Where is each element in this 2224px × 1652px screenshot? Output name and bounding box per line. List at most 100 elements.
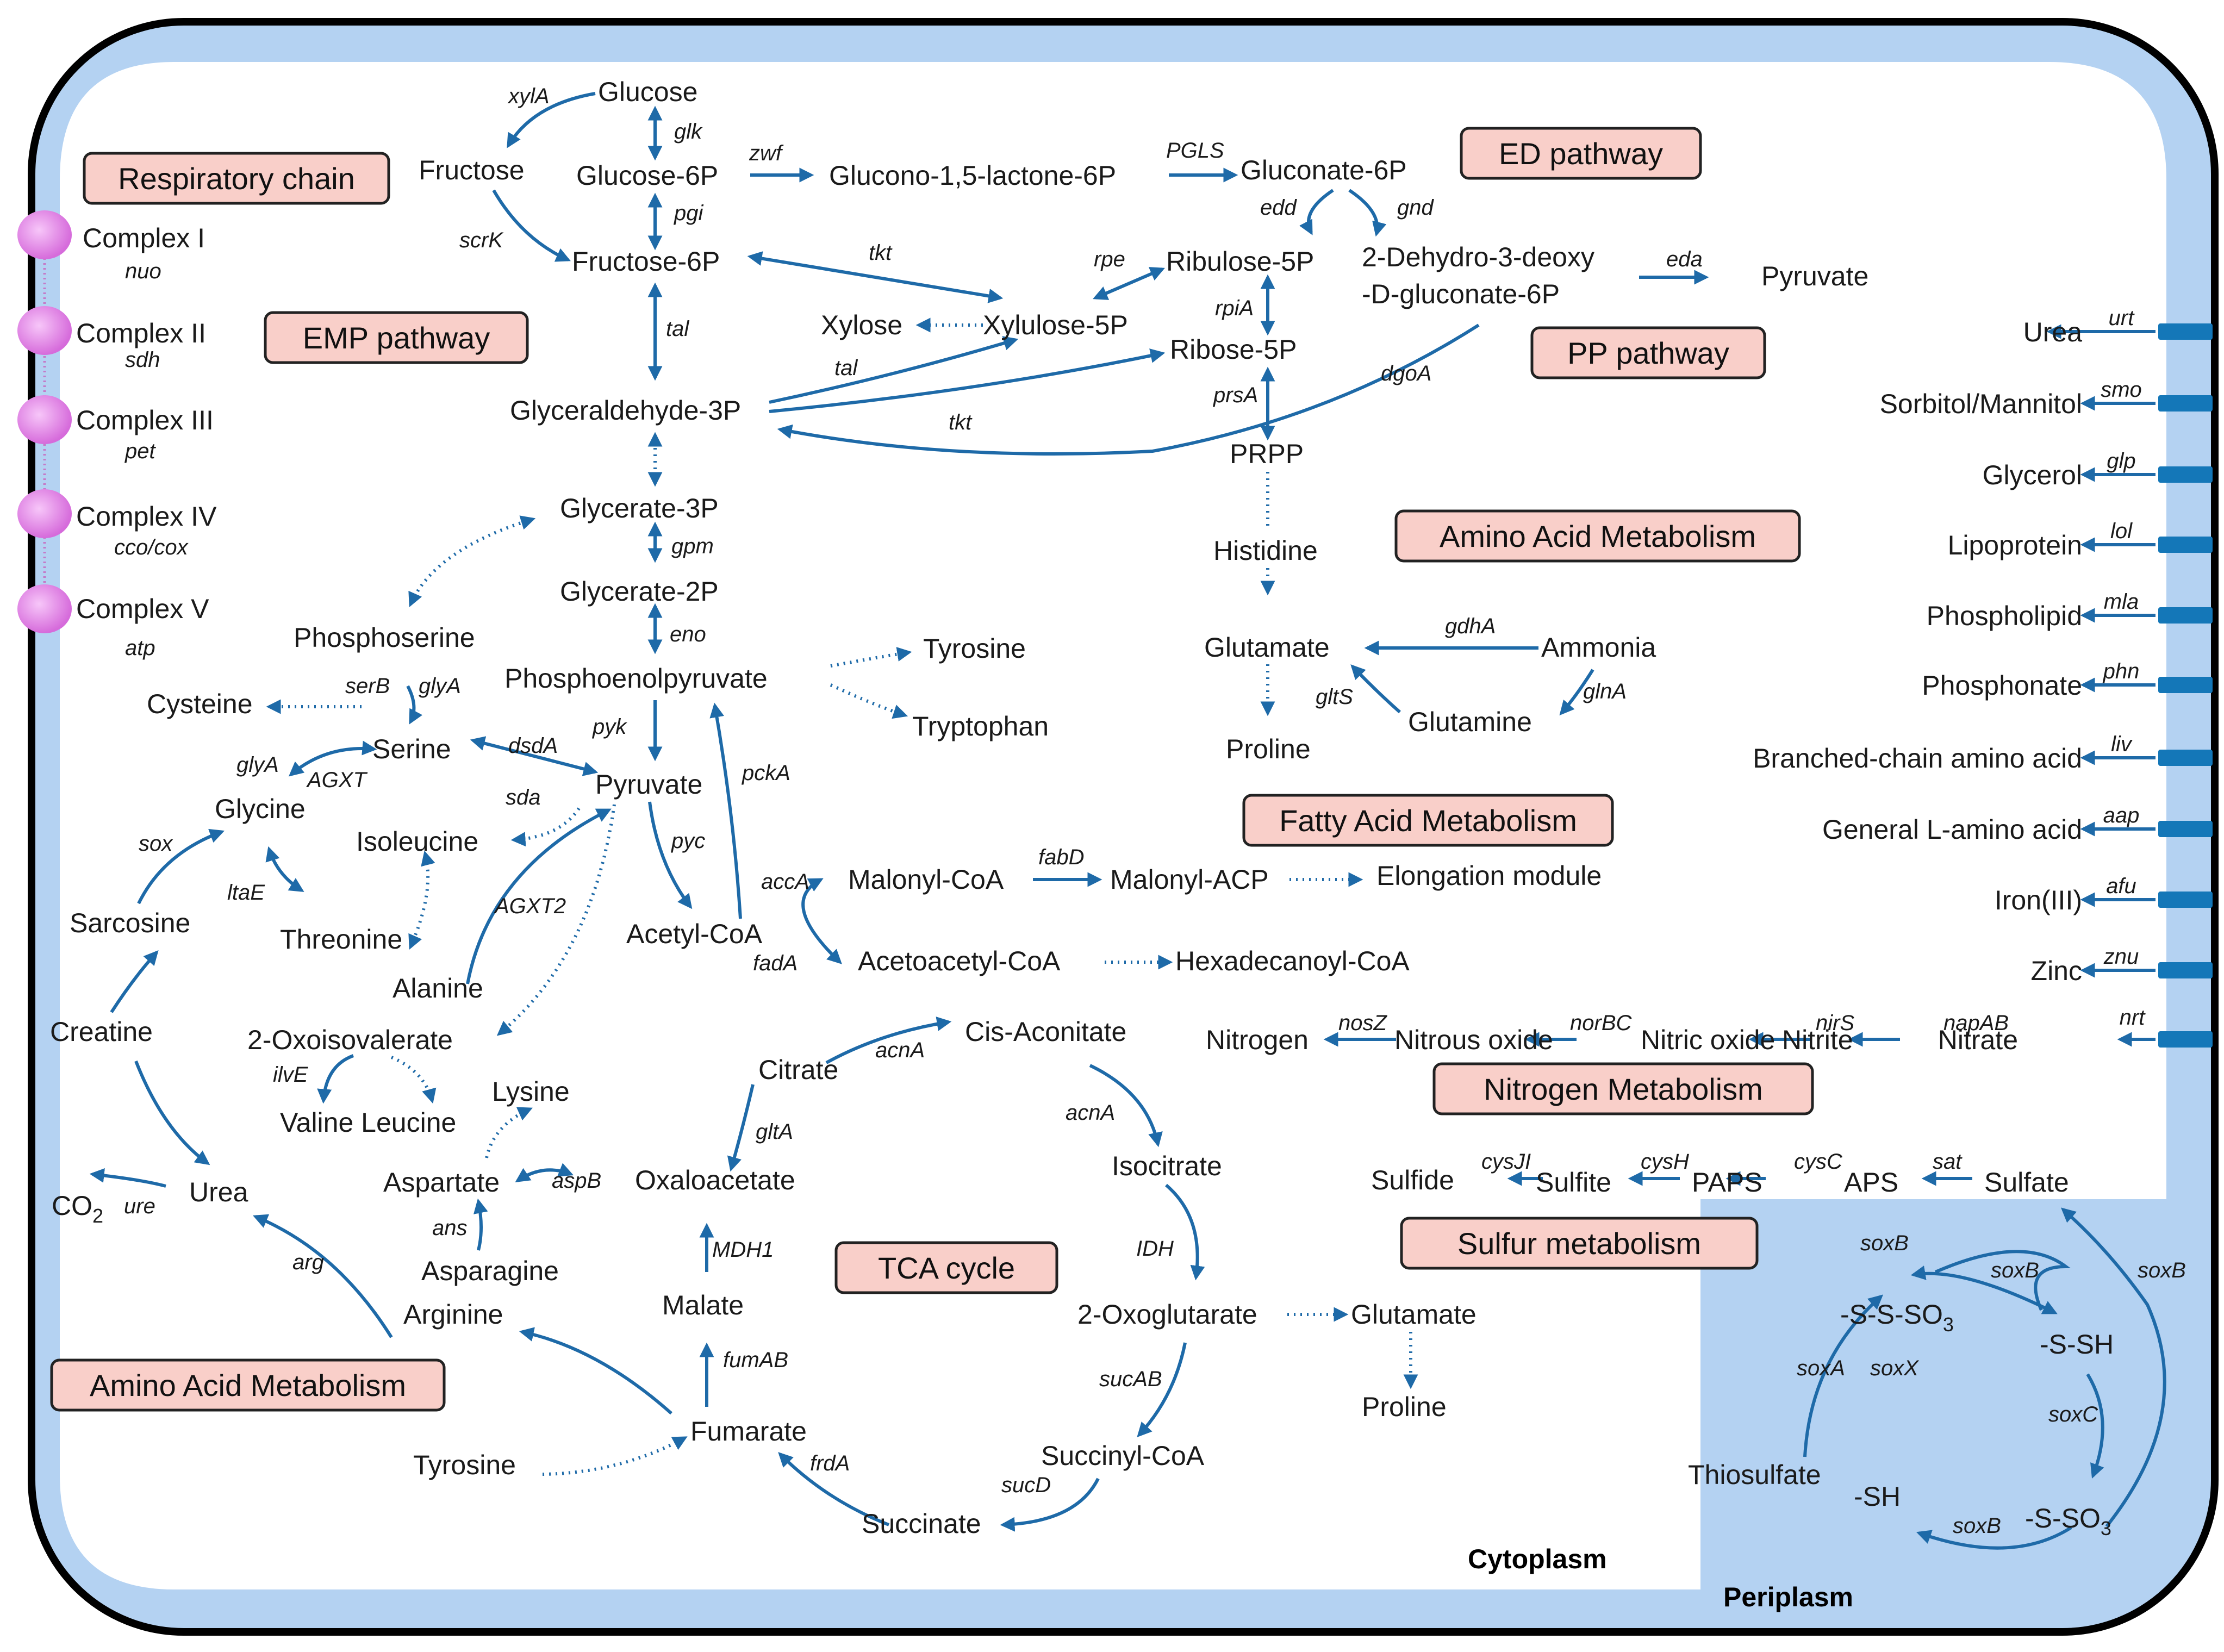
citrate: Citrate xyxy=(758,1055,838,1085)
glycerate-2p: Glycerate-2P xyxy=(560,576,719,607)
amino-acid-metabolism-label-right: Amino Acid Metabolism xyxy=(1440,519,1756,553)
transporter-phospholipid-substrate: Phospholipid xyxy=(1927,601,2082,631)
complex-i-node xyxy=(17,210,72,259)
enzyme-frdA: frdA xyxy=(810,1451,850,1475)
enzyme-soxA: soxA xyxy=(1797,1356,1845,1380)
enzyme-dsdA: dsdA xyxy=(508,734,558,758)
sh: -SH xyxy=(1854,1481,1901,1512)
lysine: Lysine xyxy=(492,1076,570,1107)
reaction-arrows xyxy=(89,92,2166,1550)
nitric-oxide: Nitric oxide xyxy=(1641,1025,1775,1055)
complex-i-label: Complex I xyxy=(83,223,205,253)
emp-pathway-label: EMP pathway xyxy=(303,321,490,355)
complex-iv-node xyxy=(17,489,72,538)
co2: CO2 xyxy=(52,1190,103,1227)
transporter-iron: Iron(III) afu xyxy=(1995,874,2213,915)
glutamate-tca: Glutamate xyxy=(1351,1299,1477,1330)
thiosulfate: Thiosulfate xyxy=(1688,1460,1821,1490)
proline-tca: Proline xyxy=(1362,1392,1447,1422)
metabolites: Glucose Fructose Glucose-6P Glucono-1,5-… xyxy=(50,77,2114,1539)
complex-ii-label: Complex II xyxy=(76,318,206,348)
enzyme-prsA: prsA xyxy=(1213,383,1258,407)
enzyme-soxC: soxC xyxy=(2048,1402,2098,1426)
enzyme-xylA: xylA xyxy=(507,84,550,108)
enzyme-labels: xylA glk zwf PGLS pgi scrK edd gnd tkt r… xyxy=(124,84,2186,1538)
fructose-6p: Fructose-6P xyxy=(572,246,720,277)
transporter-glycerol-gene: glp xyxy=(2107,449,2135,473)
alanine: Alanine xyxy=(393,973,483,1003)
tyrosine-bottom: Tyrosine xyxy=(413,1450,516,1480)
enzyme-zwf: zwf xyxy=(749,141,784,165)
transporter-glycerol-substrate: Glycerol xyxy=(1983,460,2082,490)
transporter-zinc-gene: znu xyxy=(2103,945,2139,969)
transporter-phospholipid: Phospholipid mla xyxy=(1927,590,2213,631)
enzyme-scrK: scrK xyxy=(459,228,504,252)
transporter-phospholipid-gene: mla xyxy=(2104,590,2139,614)
transporter-lipoprotein-substrate: Lipoprotein xyxy=(1948,530,2082,560)
enzyme-pyc: pyc xyxy=(671,829,705,853)
enzyme-edd: edd xyxy=(1260,196,1297,220)
nitrite: Nitrite xyxy=(1782,1025,1853,1055)
complex-ii-gene: sdh xyxy=(125,348,160,372)
enzyme-cysH: cysH xyxy=(1641,1150,1689,1174)
enzyme-soxX: soxX xyxy=(1870,1356,1919,1380)
enzyme-norBC: norBC xyxy=(1570,1011,1632,1035)
transporters: Urea urt Sorbitol/Mannitol smo Glycerol … xyxy=(1753,306,2213,1048)
enzyme-ure: ure xyxy=(124,1194,155,1218)
tryptophan: Tryptophan xyxy=(912,711,1049,741)
transporter-nitrate-gene: nrt xyxy=(2120,1006,2146,1030)
enzyme-gdhA: gdhA xyxy=(1445,614,1496,638)
enzyme-soxB-3: soxB xyxy=(2138,1258,2186,1282)
enzyme-ltaE: ltaE xyxy=(227,881,265,905)
enzyme-tkt-1: tkt xyxy=(869,241,893,265)
cysteine: Cysteine xyxy=(147,689,253,719)
enzyme-eno: eno xyxy=(670,622,706,646)
serine: Serine xyxy=(372,734,451,764)
nitrogen-metabolism-label: Nitrogen Metabolism xyxy=(1484,1072,1763,1106)
glutamine: Glutamine xyxy=(1408,707,1532,737)
enzyme-serB: serB xyxy=(345,674,390,698)
ammonia: Ammonia xyxy=(1541,632,1656,663)
enzyme-acnA-2: acnA xyxy=(1066,1101,1115,1125)
ribose-5p: Ribose-5P xyxy=(1170,334,1297,365)
transporter-phosphonate-substrate: Phosphonate xyxy=(1922,670,2082,701)
respiratory-complexes: Complex I nuo Complex II sdh Complex III… xyxy=(17,210,217,660)
enzyme-gnd: gnd xyxy=(1397,196,1434,220)
creatine: Creatine xyxy=(50,1017,153,1047)
valine-leucine: Valine Leucine xyxy=(280,1107,456,1138)
threonine: Threonine xyxy=(280,924,402,955)
phosphoserine: Phosphoserine xyxy=(294,622,475,653)
enzyme-eda: eda xyxy=(1666,247,1703,271)
acetyl-coa: Acetyl-CoA xyxy=(626,919,763,949)
enzyme-tal-1: tal xyxy=(666,317,689,341)
enzyme-MDH1: MDH1 xyxy=(712,1238,774,1262)
transporter-iron-gene: afu xyxy=(2106,874,2136,898)
enzyme-ans: ans xyxy=(432,1216,468,1240)
transporter-lipoprotein: Lipoprotein lol xyxy=(1948,519,2213,560)
cytoplasm xyxy=(60,62,2166,1589)
gluconate-6p: Gluconate-6P xyxy=(1241,155,1407,185)
enzyme-sucD: sucD xyxy=(1001,1473,1051,1497)
enzyme-AGXT2: AGXT2 xyxy=(494,894,566,918)
prpp: PRPP xyxy=(1230,439,1304,469)
fructose: Fructose xyxy=(419,155,525,185)
glycerate-3p: Glycerate-3P xyxy=(560,493,719,523)
asparagine: Asparagine xyxy=(421,1256,559,1286)
complex-i-gene: nuo xyxy=(125,259,161,283)
isoleucine: Isoleucine xyxy=(356,826,478,857)
glutamate-aa: Glutamate xyxy=(1204,632,1330,663)
enzyme-sat: sat xyxy=(1933,1150,1963,1174)
enzyme-pyk: pyk xyxy=(592,715,627,739)
complex-v-label: Complex V xyxy=(76,594,209,624)
enzyme-sox: sox xyxy=(139,832,173,856)
nitrogen: Nitrogen xyxy=(1206,1025,1309,1055)
histidine: Histidine xyxy=(1213,535,1318,566)
transporter-branched-chain-gene: liv xyxy=(2111,732,2133,756)
fumarate: Fumarate xyxy=(690,1416,807,1447)
sulfur-metabolism-label: Sulfur metabolism xyxy=(1457,1226,1701,1261)
enzyme-glyA-2: glyA xyxy=(236,753,279,777)
enzyme-nirS: nirS xyxy=(1816,1011,1854,1035)
phosphoenolpyruvate: Phosphoenolpyruvate xyxy=(504,663,768,694)
hexadecanoyl-coa: Hexadecanoyl-CoA xyxy=(1175,946,1410,976)
transporter-glycerol: Glycerol glp xyxy=(1983,449,2213,490)
